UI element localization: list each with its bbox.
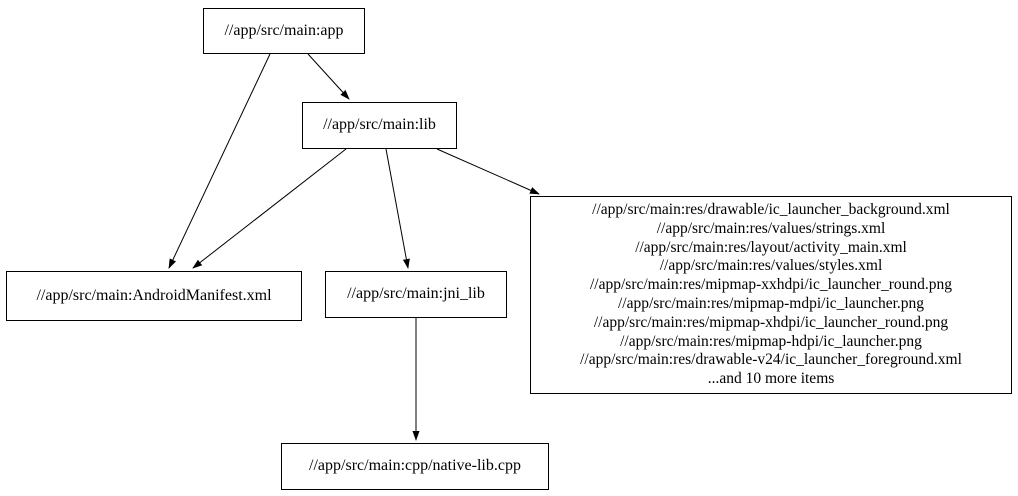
edge-lib-to-manifest xyxy=(192,148,347,269)
res-group-line: //app/src/main:res/values/styles.xml xyxy=(659,257,883,275)
edge-app-to-manifest xyxy=(168,53,271,269)
res-group-line: //app/src/main:res/mipmap-xhdpi/ic_launc… xyxy=(593,313,949,331)
edge-lib-to-res-group xyxy=(436,148,540,195)
res-group-line: //app/src/main:res/drawable-v24/ic_launc… xyxy=(580,351,962,369)
node-app: //app/src/main:app xyxy=(203,8,365,54)
edge-lib-to-jni-lib xyxy=(385,148,410,269)
res-group-line: //app/src/main:res/mipmap-mdpi/ic_launch… xyxy=(617,295,925,312)
node-lib-label: //app/src/main:lib xyxy=(323,116,436,134)
node-app-label: //app/src/main:app xyxy=(224,21,344,39)
node-res-group: //app/src/main:res/drawable/ic_launcher_… xyxy=(530,196,1012,394)
edge-app-to-lib xyxy=(307,53,350,100)
res-group-line: //app/src/main:res/mipmap-hdpi/ic_launch… xyxy=(620,332,922,350)
node-jni-lib: //app/src/main:jni_lib xyxy=(325,271,507,318)
node-android-manifest: //app/src/main:AndroidManifest.xml xyxy=(6,271,302,321)
node-native-cpp: //app/src/main:cpp/native-lib.cpp xyxy=(281,443,549,490)
node-lib: //app/src/main:lib xyxy=(302,102,457,149)
res-group-line: //app/src/main:res/values/strings.xml xyxy=(656,219,886,237)
node-jni-lib-label: //app/src/main:jni_lib xyxy=(347,285,485,303)
res-group-line: //app/src/main:res/mipmap-xxhdpi/ic_laun… xyxy=(589,276,952,294)
res-group-line: //app/src/main:res/layout/activity_main.… xyxy=(635,238,907,256)
res-group-more-items: ...and 10 more items xyxy=(707,370,835,388)
node-android-manifest-label: //app/src/main:AndroidManifest.xml xyxy=(36,286,272,304)
res-group-line: //app/src/main:res/drawable/ic_launcher_… xyxy=(592,201,950,219)
node-native-cpp-label: //app/src/main:cpp/native-lib.cpp xyxy=(309,457,521,475)
